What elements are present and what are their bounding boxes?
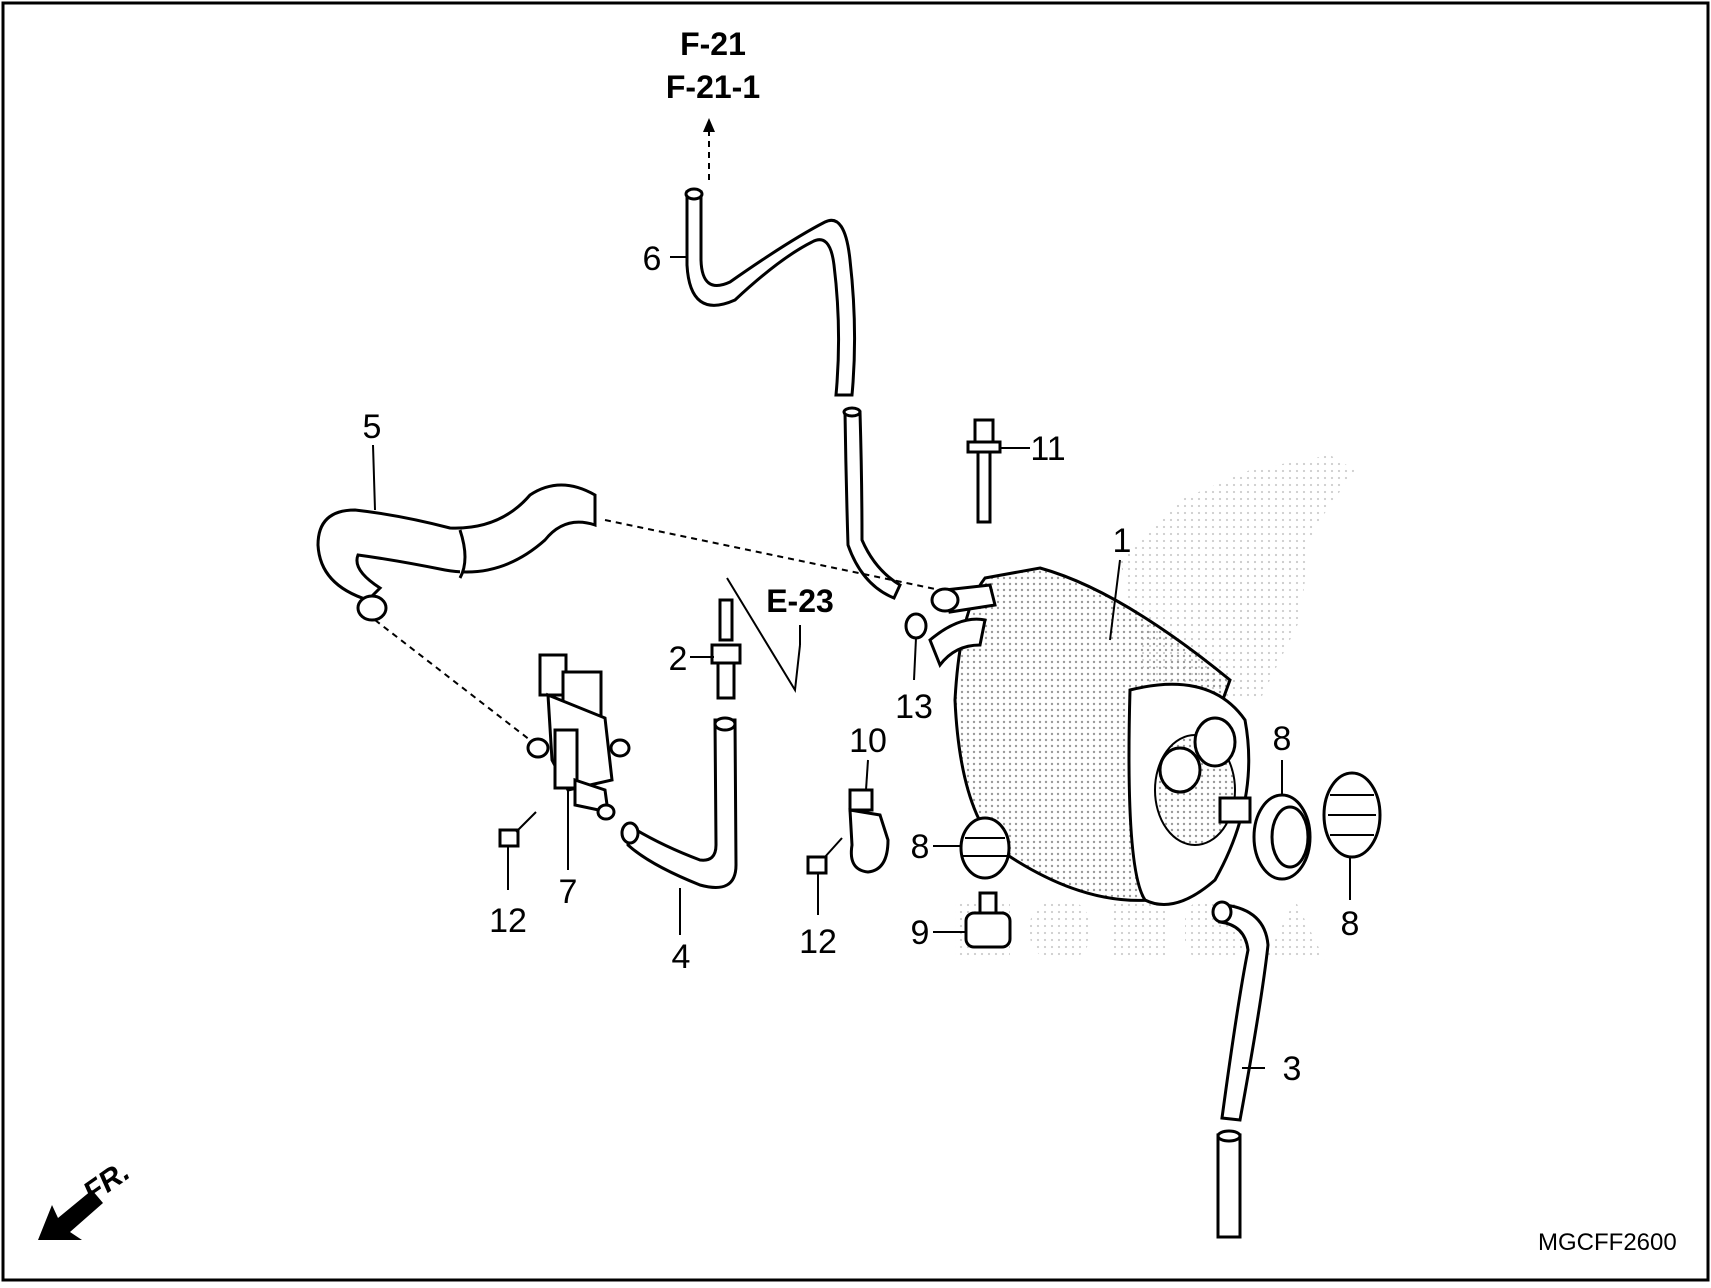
hose-6 (684, 187, 902, 600)
collar-9 (964, 891, 1012, 949)
hose-4 (620, 716, 738, 889)
grommet-8-right (1322, 771, 1382, 859)
callout-13: 13 (895, 688, 933, 726)
clamp-10 (848, 788, 890, 874)
hose-5 (316, 483, 597, 622)
callout-2: 2 (669, 640, 688, 678)
callout-1: 1 (1113, 522, 1132, 560)
grommet-8-lower (959, 816, 1011, 880)
canister-1 (928, 566, 1252, 906)
bolt-11 (966, 418, 1002, 524)
callout-6: 6 (643, 240, 662, 278)
callout-8-upper: 8 (1273, 720, 1292, 758)
drawing-code: MGCFF2600 (1538, 1229, 1677, 1256)
solenoid-valve-7 (526, 653, 631, 821)
callout-8-right: 8 (1341, 905, 1360, 943)
connection-lines (374, 519, 941, 741)
front-direction-indicator: FR. (38, 1155, 136, 1240)
reference-label-mid: E-23 (766, 583, 834, 619)
callout-11: 11 (1030, 430, 1065, 468)
callout-8-lower: 8 (911, 828, 930, 866)
callout-3: 3 (1283, 1050, 1302, 1088)
joint-2 (710, 598, 742, 700)
front-arrow-icon (38, 1190, 103, 1240)
screw-12-left (498, 811, 537, 848)
reference-arrow-up (703, 118, 715, 180)
callout-12-right: 12 (799, 923, 837, 961)
hose-3 (1211, 900, 1270, 1239)
reference-label-top-1: F-21 (680, 26, 746, 62)
reference-label-top-2: F-21-1 (666, 69, 760, 105)
callout-10: 10 (849, 722, 887, 760)
callout-leaders (372, 256, 1351, 1069)
callout-5: 5 (363, 408, 382, 446)
grommet-8-middle (1252, 793, 1312, 881)
callout-9: 9 (911, 914, 930, 952)
callout-12-left: 12 (489, 902, 527, 940)
grommet-13 (904, 612, 928, 640)
screw-12-right (806, 837, 843, 875)
callout-4: 4 (672, 938, 691, 976)
callout-7: 7 (559, 873, 578, 911)
